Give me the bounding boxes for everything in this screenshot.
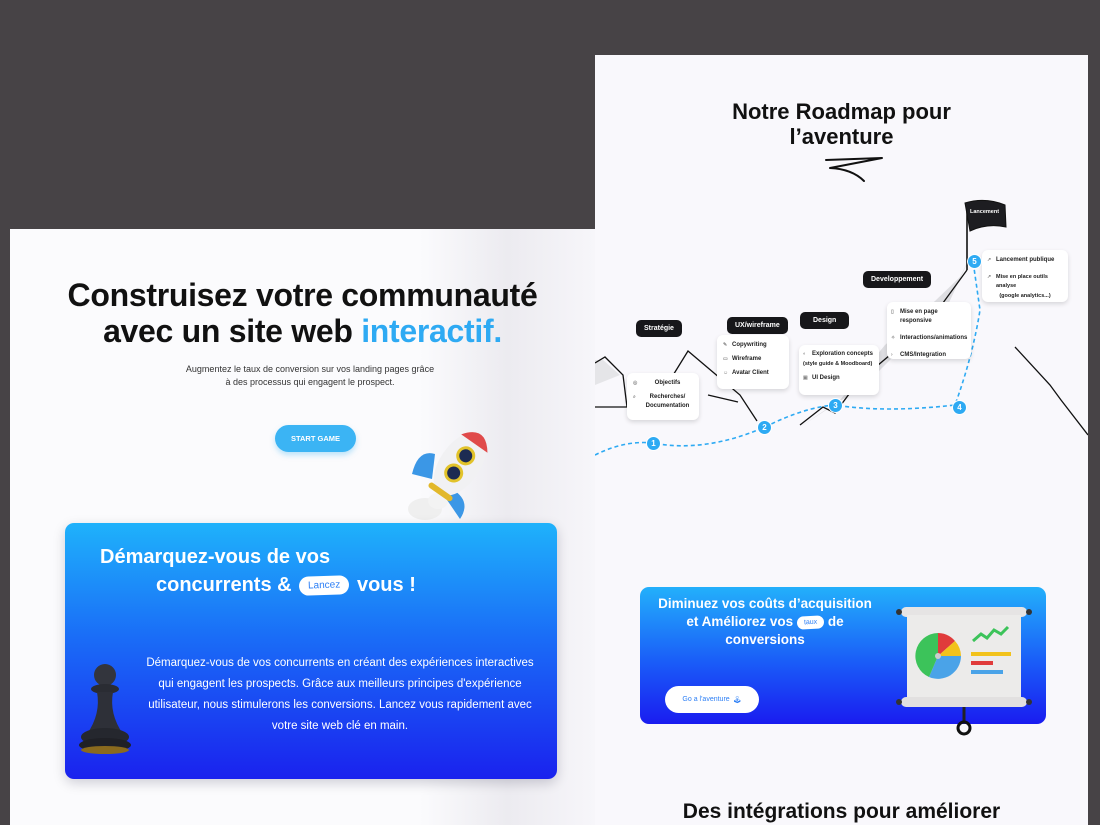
cta-title: Diminuez vos coûts d’acquisition et Amél… xyxy=(645,595,885,649)
card-item: Copywriting xyxy=(732,342,767,348)
feature-title-suffix: vous ! xyxy=(356,574,416,596)
stage-card-design: ◐ Exploration concepts (style guide & Moo… xyxy=(799,345,879,395)
hero-subtitle: Augmentez le taux de conversion sur vos … xyxy=(10,363,595,389)
rocket-small-icon: ↗ xyxy=(987,257,992,263)
stage-label-ux-wireframe: UX/wireframe xyxy=(727,317,788,334)
hero-subtitle-line1: Augmentez le taux de conversion sur vos … xyxy=(185,364,435,374)
stage-card-strategie: ◎ Objectifs ⌕ Recherches/ Documentation xyxy=(627,373,699,420)
stage-card-developpement: ▯ Mise en page responsive ✧ Interactions/a… xyxy=(887,302,971,359)
start-game-button[interactable]: START GAME xyxy=(275,425,356,452)
roadmap-title-line1: Notre Roadmap pour xyxy=(732,99,951,124)
search-icon: ⌕ xyxy=(633,394,636,400)
hero-title-line2: avec un site web interactif. xyxy=(10,313,595,349)
feature-banner: Démarquez-vous de vos concurrents & Lanc… xyxy=(65,523,557,779)
lancez-pill: Lancez xyxy=(298,575,350,597)
card-item: Wireframe xyxy=(732,356,762,362)
card-item: Interactions/animations xyxy=(900,335,968,341)
card-item: Recherches/ Documentation xyxy=(645,394,690,409)
step-marker-1: 1 xyxy=(646,436,661,451)
presentation-board-illustration xyxy=(896,607,1032,736)
stage-card-ux-wireframe: ✎ Copywriting ▭ Wireframe ☺Avatar Client xyxy=(717,335,789,389)
code-icon: › xyxy=(891,352,893,358)
hero-title: Construisez votre communauté avec un sit… xyxy=(10,277,595,349)
hero-subtitle-line2: à des processus qui engagent le prospect… xyxy=(225,377,395,387)
landing-page: Construisez votre communauté avec un sit… xyxy=(10,229,595,825)
roadmap-title-line2: l’aventure xyxy=(789,124,894,149)
feature-body: Démarquez-vous de vos concurrents en cré… xyxy=(146,657,534,732)
squiggle-arrow-icon xyxy=(825,157,883,182)
stage-card-lancement: ↗ Lancement publique ↗ Mise en place outil… xyxy=(982,250,1068,302)
cta-title-prefix: et Améliorez vos xyxy=(686,614,794,629)
roadmap-page: Notre Roadmap pour l’aventure Lancement … xyxy=(595,55,1088,825)
palette-icon: ◐ xyxy=(803,351,807,357)
step-marker-3: 3 xyxy=(828,398,843,413)
target-icon: ◎ xyxy=(633,380,638,386)
card-item: (google analytics...) xyxy=(999,293,1051,299)
card-item: Mise en place outils analyse xyxy=(996,274,1048,289)
svg-text:Lancement: Lancement xyxy=(970,209,999,215)
card-item: UI Design xyxy=(812,375,840,381)
hero-title-prefix: avec un site web xyxy=(103,313,362,349)
feature-title: Démarquez-vous de vos concurrents & Lanc… xyxy=(100,543,416,599)
integrations-heading: Des intégrations pour améliorer xyxy=(682,800,1001,823)
step-marker-2: 2 xyxy=(757,420,772,435)
layout-icon: ▣ xyxy=(803,375,808,381)
card-item: (style guide & Moodboard) xyxy=(803,361,873,367)
card-item: Avatar Client xyxy=(732,370,769,376)
card-item: Exploration concepts xyxy=(812,351,874,357)
feature-title-prefix: concurrents & xyxy=(156,574,292,596)
stage-label-strategie: Stratégie xyxy=(636,320,682,337)
card-item: CMS/Integration xyxy=(900,352,946,358)
card-item: Mise en page responsive xyxy=(900,309,938,324)
go-adventure-label: Go a l'aventure xyxy=(682,696,730,703)
taux-pill: taux xyxy=(796,615,825,630)
cta-title-line3: conversions xyxy=(725,632,805,647)
acquisition-cta-banner: Diminuez vos coûts d’acquisition et Amél… xyxy=(640,587,1046,736)
feature-title-line1: Démarquez-vous de vos xyxy=(100,546,331,568)
cta-title-line2: et Améliorez vos taux de xyxy=(645,613,885,631)
roadmap-title: Notre Roadmap pour l’aventure xyxy=(595,99,1088,149)
step-marker-4: 4 xyxy=(952,400,967,415)
wireframe-icon: ▭ xyxy=(723,356,728,362)
step-marker-5: 5 xyxy=(967,254,982,269)
card-item: Objectifs xyxy=(654,380,681,386)
cta-title-suffix: de xyxy=(827,614,844,629)
rocket-illustration xyxy=(408,432,488,520)
cta-title-line1: Diminuez vos coûts d’acquisition xyxy=(658,596,872,611)
hero-title-accent: interactif. xyxy=(361,313,502,349)
analytics-icon: ↗ xyxy=(987,274,992,280)
stage-label-design: Design xyxy=(800,312,850,329)
feature-title-line2: concurrents & Lancez vous ! xyxy=(100,571,416,599)
user-icon: ☺ xyxy=(723,370,729,376)
card-item: Lancement publique xyxy=(996,257,1055,263)
joystick-icon: 🕹 xyxy=(732,696,742,704)
stage-label-developpement: Developpement xyxy=(863,271,932,288)
chess-pawn-illustration xyxy=(79,664,131,754)
animation-icon: ✧ xyxy=(891,335,896,341)
responsive-icon: ▯ xyxy=(891,309,894,315)
go-adventure-button[interactable]: Go a l'aventure 🕹 xyxy=(665,686,759,713)
pen-icon: ✎ xyxy=(723,342,728,348)
hero-title-line1: Construisez votre communauté xyxy=(67,277,538,313)
